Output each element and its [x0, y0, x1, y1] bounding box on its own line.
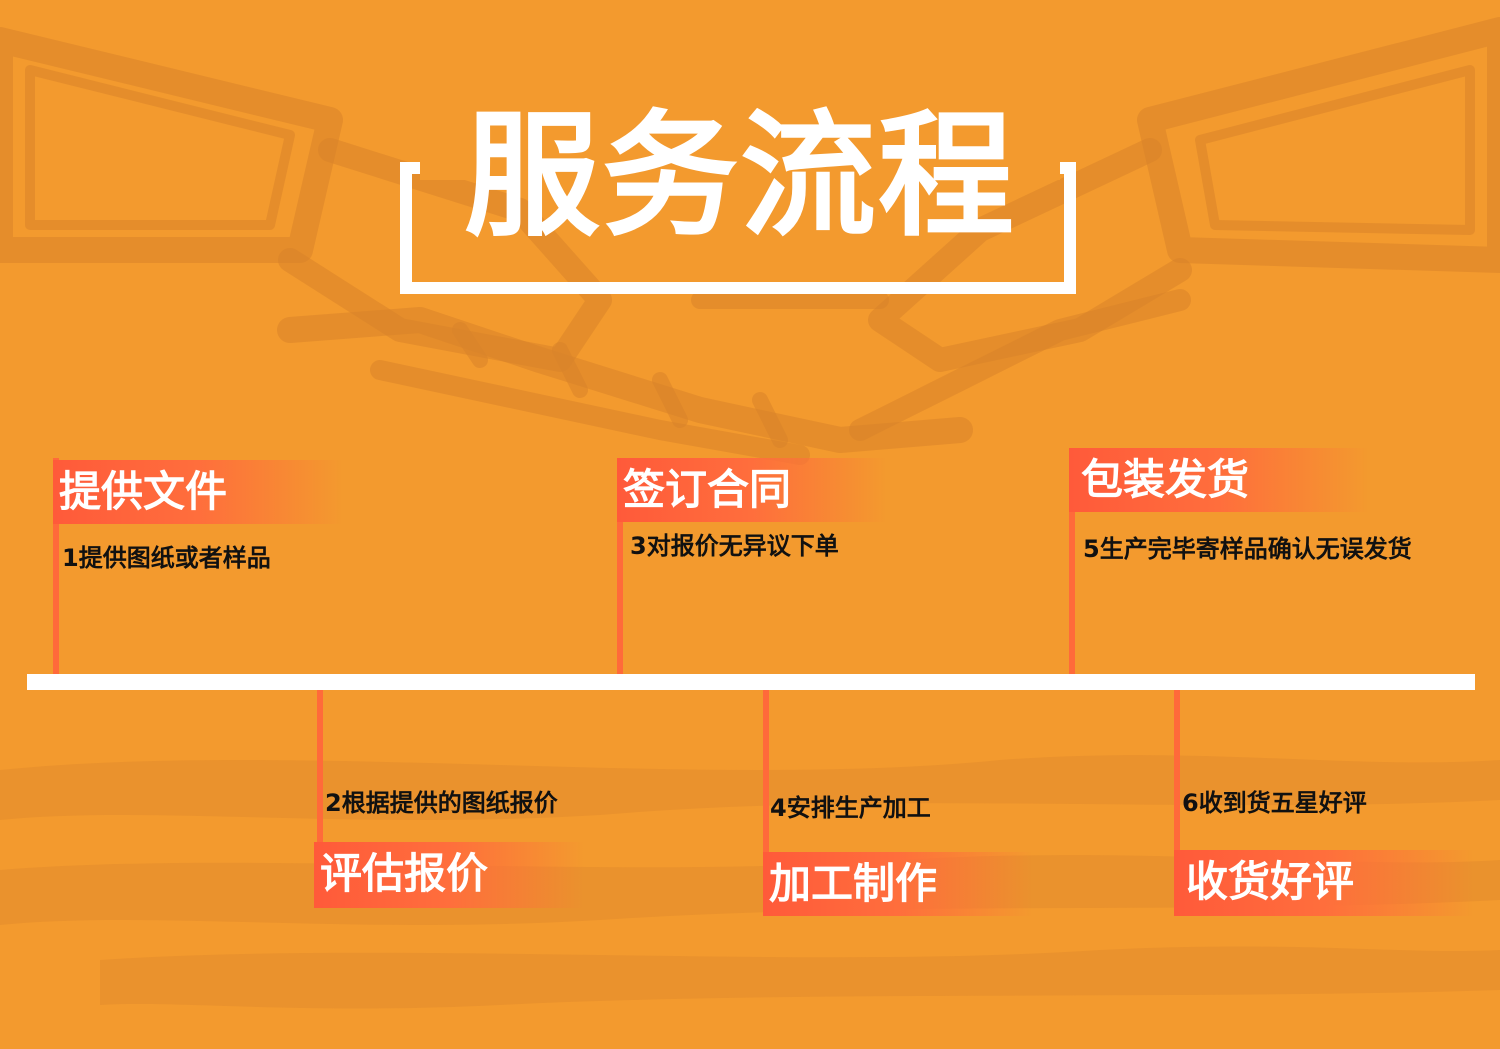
timeline-bar — [27, 674, 1475, 690]
step-connector-1 — [53, 458, 59, 674]
step-desc-2: 2根据提供的图纸报价 — [325, 789, 558, 817]
title-frame-gap — [420, 150, 1060, 180]
step-desc-5: 5生产完毕寄样品确认无误发货 — [1083, 535, 1412, 563]
step-connector-2 — [317, 690, 323, 908]
step-connector-5 — [1069, 448, 1075, 674]
step-label-6: 收货好评 — [1174, 850, 1474, 916]
step-desc-4: 4安排生产加工 — [770, 794, 931, 822]
step-label-3: 签订合同 — [617, 458, 887, 522]
step-label-1: 提供文件 — [53, 460, 343, 524]
step-label-2: 评估报价 — [314, 842, 584, 908]
step-connector-4 — [763, 690, 769, 916]
step-desc-6: 6收到货五星好评 — [1182, 789, 1367, 817]
step-label-5: 包装发货 — [1069, 448, 1369, 512]
page-title: 服务流程 — [464, 98, 1016, 256]
step-desc-3: 3对报价无异议下单 — [630, 532, 839, 560]
step-label-4: 加工制作 — [763, 852, 1033, 916]
step-connector-3 — [617, 458, 623, 674]
step-connector-6 — [1174, 690, 1180, 916]
handshake-icon — [0, 17, 1500, 465]
step-desc-1: 1提供图纸或者样品 — [62, 544, 271, 572]
